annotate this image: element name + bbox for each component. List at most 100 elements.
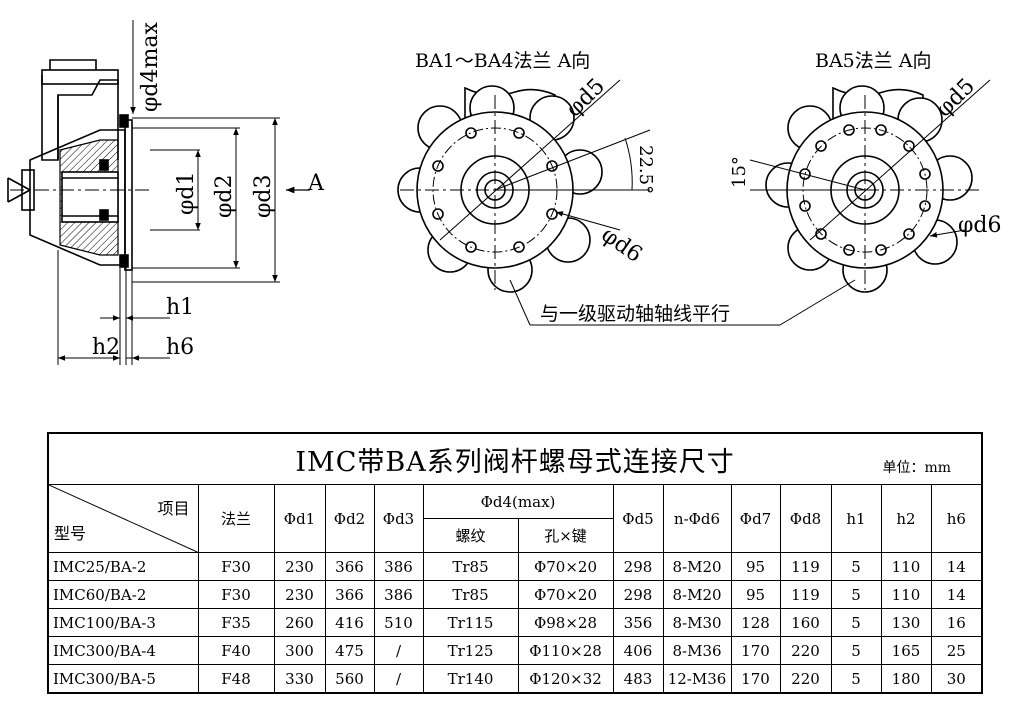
header-d4: Φd4(max) (422, 484, 614, 520)
table-cell: Tr140 (422, 664, 519, 694)
dimension-table: IMC带BA系列阀杆螺母式连接尺寸 单位：mm 项目 型号 法兰 Φd1 Φd2… (47, 432, 984, 694)
header-h1: h1 (830, 484, 882, 554)
technical-drawing: φd4max φd1 φd2 φd3 A h1 h2 h6 BA1～BA4法兰 … (7, 20, 1001, 365)
note-parallel: 与一级驱动轴轴线平行 (540, 303, 730, 325)
table-cell: 220 (779, 636, 832, 666)
table-cell: F40 (197, 636, 275, 666)
table-cell: 130 (880, 608, 932, 638)
table-cell: 110 (880, 580, 932, 610)
table-cell: 8-M20 (662, 580, 732, 610)
table-cell-model: IMC300/BA-5 (47, 664, 199, 694)
table-cell: 180 (880, 664, 932, 694)
view-ba5-title: BA5法兰 A向 (815, 50, 932, 72)
table-cell: 110 (880, 552, 932, 582)
header-d8: Φd8 (779, 484, 832, 554)
label-a-direction: A (307, 171, 325, 196)
table-cell: 366 (324, 552, 375, 582)
table-cell: F48 (197, 664, 275, 694)
table-cell: 406 (612, 636, 664, 666)
table-cell: 8-M20 (662, 552, 732, 582)
table-cell-model: IMC300/BA-4 (47, 636, 199, 666)
header-h2: h2 (880, 484, 932, 554)
table-cell: 95 (730, 580, 781, 610)
table-title: IMC带BA系列阀杆螺母式连接尺寸 (295, 446, 735, 478)
table-cell: 8-M36 (662, 636, 732, 666)
table-cell: 386 (373, 580, 424, 610)
table-cell: 230 (273, 580, 326, 610)
corner-top-label: 项目 (157, 499, 190, 519)
table-cell: Φ70×20 (517, 580, 614, 610)
header-d7: Φd7 (730, 484, 781, 554)
table-cell: Tr85 (422, 552, 519, 582)
header-flange: 法兰 (197, 484, 275, 554)
table-cell: 5 (830, 552, 882, 582)
table-cell: 510 (373, 608, 424, 638)
table-cell: 260 (273, 608, 326, 638)
table-cell: 30 (930, 664, 983, 694)
view1-d6-label: φd6 (597, 222, 647, 267)
table-cell: 300 (273, 636, 326, 666)
table-title-cell: IMC带BA系列阀杆螺母式连接尺寸 单位：mm (47, 432, 983, 486)
flange-view-ba1-ba4 (397, 79, 651, 326)
table-cell: 230 (273, 552, 326, 582)
corner-header: 项目 型号 (47, 484, 199, 554)
side-view (7, 20, 310, 365)
table-cell: 416 (324, 608, 375, 638)
header-h6: h6 (930, 484, 983, 554)
corner-diagonal (49, 485, 197, 552)
view1-angle-label: 22.5° (635, 145, 656, 194)
view2-d6-label: φd6 (958, 213, 1001, 238)
table-cell-model: IMC60/BA-2 (47, 580, 199, 610)
table-cell: Tr125 (422, 636, 519, 666)
table-cell: 119 (779, 580, 832, 610)
header-d5: Φd5 (612, 484, 664, 554)
table-cell: Φ70×20 (517, 552, 614, 582)
table-cell: Φ110×28 (517, 636, 614, 666)
table-cell: 475 (324, 636, 375, 666)
table-cell: Tr85 (422, 580, 519, 610)
table-cell: 298 (612, 580, 664, 610)
table-cell: / (373, 636, 424, 666)
table-cell: 128 (730, 608, 781, 638)
table-cell: 25 (930, 636, 983, 666)
table-cell: 160 (779, 608, 832, 638)
label-d4max: φd4max (138, 22, 163, 112)
view-ba1-ba4-title: BA1～BA4法兰 A向 (415, 50, 590, 72)
table-cell: 220 (779, 664, 832, 694)
table-cell: 5 (830, 664, 882, 694)
table-cell: F30 (197, 580, 275, 610)
table-cell: 170 (730, 664, 781, 694)
table-cell: 165 (880, 636, 932, 666)
table-unit: 单位：mm (882, 460, 952, 477)
flange-view-ba5 (749, 79, 991, 326)
table-cell: 14 (930, 580, 983, 610)
table-cell: F35 (197, 608, 275, 638)
header-d3: Φd3 (373, 484, 424, 554)
label-d3: φd3 (251, 175, 276, 218)
table-cell: 560 (324, 664, 375, 694)
label-d1: φd1 (174, 172, 199, 215)
table-cell-model: IMC100/BA-3 (47, 608, 199, 638)
table-cell: / (373, 664, 424, 694)
header-d1: Φd1 (273, 484, 326, 554)
header-d2: Φd2 (324, 484, 375, 554)
table-cell: 330 (273, 664, 326, 694)
table-cell: Φ120×32 (517, 664, 614, 694)
table-cell: 386 (373, 552, 424, 582)
table-cell: Φ98×28 (517, 608, 614, 638)
label-h1: h1 (166, 295, 194, 320)
corner-bottom-label: 型号 (54, 524, 87, 544)
table-cell: 170 (730, 636, 781, 666)
table-cell: F30 (197, 552, 275, 582)
label-d2: φd2 (212, 175, 237, 218)
table-cell: 8-M30 (662, 608, 732, 638)
table-cell: 5 (830, 636, 882, 666)
table-cell: 483 (612, 664, 664, 694)
table-cell: 119 (779, 552, 832, 582)
